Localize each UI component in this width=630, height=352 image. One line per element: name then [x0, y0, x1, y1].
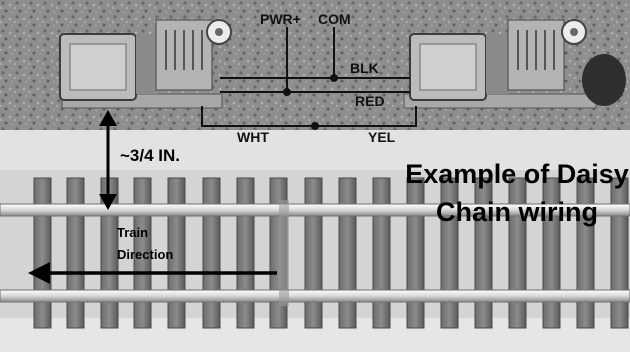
- label-pwr: PWR+: [260, 11, 301, 27]
- rail-joiner: [279, 200, 289, 306]
- distance-label: ~3/4 IN.: [120, 146, 180, 165]
- caption-line2: Chain wiring: [436, 197, 598, 227]
- junction-dot: [311, 122, 319, 130]
- junction-dot: [330, 74, 338, 82]
- train-label-line1: Train: [117, 225, 148, 240]
- wiring: [201, 27, 417, 127]
- label-yel: YEL: [368, 129, 396, 145]
- distance-arrow: [99, 110, 117, 210]
- label-blk: BLK: [350, 60, 379, 76]
- rails: [0, 203, 630, 303]
- right-detector-module: [403, 19, 626, 109]
- junction-dot: [283, 88, 291, 96]
- left-detector-module: [59, 19, 232, 109]
- train-label-line2: Direction: [117, 247, 173, 262]
- label-red: RED: [355, 93, 385, 109]
- label-wht: WHT: [237, 129, 269, 145]
- caption-line1: Example of Daisy: [405, 159, 629, 189]
- train-direction-arrow: [28, 262, 277, 284]
- label-com: COM: [318, 11, 351, 27]
